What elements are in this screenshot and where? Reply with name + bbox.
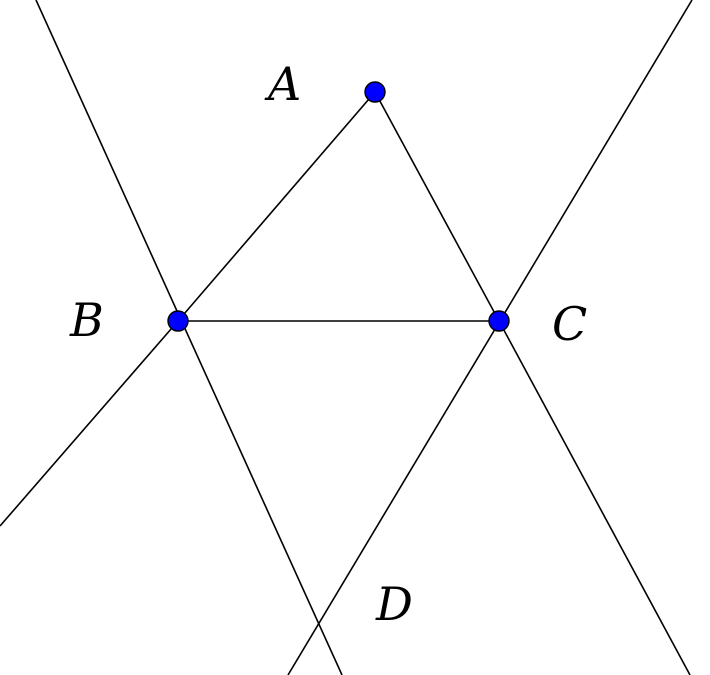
point-b: [167, 310, 189, 332]
line-through-c-extension-of-ac: [498, 320, 691, 675]
point-a: [364, 81, 386, 103]
line-through-b-extension-of-ab: [0, 320, 179, 527]
label-c: C: [552, 297, 587, 351]
segment-ac: [374, 91, 500, 322]
point-c: [488, 310, 510, 332]
label-b: B: [69, 293, 104, 347]
label-a: A: [264, 57, 301, 111]
segment-ab: [177, 91, 376, 322]
line-through-c-parallel-to-ab: [287, 0, 693, 675]
line-through-b-parallel-to-ac: [35, 0, 343, 675]
label-d: D: [375, 577, 413, 631]
